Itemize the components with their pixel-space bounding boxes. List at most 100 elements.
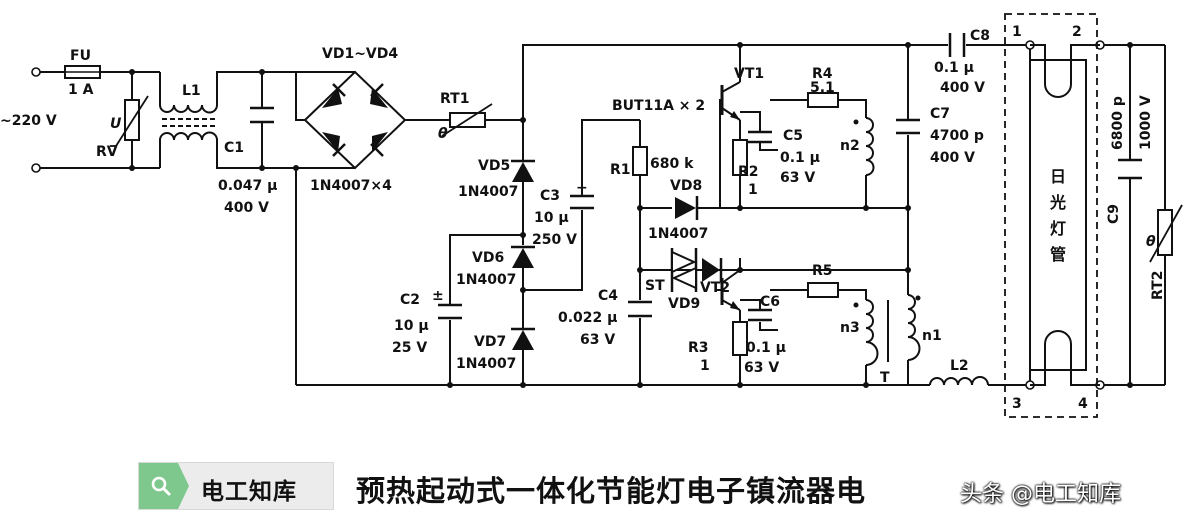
label-vd7-part: 1N4007 <box>456 356 516 372</box>
label-c8-value-1: 0.1 μ <box>934 60 974 76</box>
capacitor-c8 <box>948 33 966 57</box>
label-c5-value-1: 0.1 μ <box>780 150 820 166</box>
label-c5-value-2: 63 V <box>780 170 815 186</box>
label-tube-2: 光 <box>1049 193 1066 212</box>
label-c8: C8 <box>970 28 990 44</box>
label-c1: C1 <box>224 140 244 156</box>
label-rt1-theta: θ <box>438 126 448 142</box>
capacitor-c2 <box>438 303 462 320</box>
label-c9: C9 <box>1106 204 1122 224</box>
caption: 预热起动式一体化节能灯电子镇流器电 <box>356 474 867 508</box>
resistor-r3 <box>732 321 748 356</box>
label-c3-value-1: 10 μ <box>534 210 569 226</box>
label-rt2-theta: θ <box>1146 234 1156 250</box>
label-vd5: VD5 <box>478 158 510 174</box>
label-c7: C7 <box>930 106 950 122</box>
label-ac-input: ~220 V <box>0 113 57 129</box>
winding-n1 <box>887 294 921 362</box>
varistor-rv <box>110 95 149 147</box>
label-r1-value: 680 k <box>650 156 694 172</box>
label-r2-value: 1 <box>748 182 758 198</box>
inductor-l2 <box>929 376 989 386</box>
label-vd9: VD9 <box>668 296 700 312</box>
label-c1-value-2: 400 V <box>224 200 269 216</box>
label-fu: FU <box>70 48 91 64</box>
label-vd8-part: 1N4007 <box>648 226 708 242</box>
label-c2: C2 <box>400 292 420 308</box>
transistor-vt1 <box>720 81 741 121</box>
label-vd8: VD8 <box>670 178 702 194</box>
label-vd5-part: 1N4007 <box>458 184 518 200</box>
label-c2-value-2: 25 V <box>392 340 427 356</box>
label-r2: R2 <box>738 164 759 180</box>
label-r3: R3 <box>688 340 709 356</box>
diode-vd6 <box>511 245 535 268</box>
label-pin-1: 1 <box>1012 24 1022 40</box>
label-st: ST <box>645 278 665 294</box>
label-r4-value: 5.1 <box>810 80 835 96</box>
thermistor-rt1 <box>441 103 493 137</box>
label-c3-value-2: 250 V <box>532 232 577 248</box>
resistor-r4 <box>807 92 839 108</box>
junction-dots <box>129 42 1133 388</box>
diode-vd7 <box>511 327 535 350</box>
capacitor-c6 <box>748 308 772 322</box>
label-bridge-part: 1N4007×4 <box>310 178 392 194</box>
label-bridge-ref: VD1~VD4 <box>322 46 398 62</box>
label-pin-4: 4 <box>1078 396 1088 412</box>
choke-l1 <box>159 104 218 141</box>
search-icon <box>139 463 189 509</box>
label-r3-value: 1 <box>700 358 710 374</box>
diode-vd9 <box>702 258 723 282</box>
label-c6-value-1: 0.1 μ <box>746 340 786 356</box>
capacitor-c7 <box>896 118 920 135</box>
label-pin-2: 2 <box>1072 24 1082 40</box>
label-rt1: RT1 <box>440 91 469 107</box>
label-l2: L2 <box>950 358 969 374</box>
label-t: T <box>880 370 890 386</box>
label-c3-plus: + <box>576 180 588 196</box>
label-fu-rating: 1 A <box>68 82 94 98</box>
label-c2-value-1: 10 μ <box>394 318 429 334</box>
label-c7-value-2: 400 V <box>930 150 975 166</box>
label-rv: RV <box>96 144 118 160</box>
circuit-schematic: FU 1 A ~220 V U RV L1 C1 0.047 μ 400 V V… <box>0 13 1183 418</box>
fluorescent-tube <box>1004 13 1100 418</box>
capacitor-c1 <box>250 106 274 124</box>
label-l1: L1 <box>182 83 201 99</box>
source-badge: 电工知库 <box>138 462 334 510</box>
label-c7-value-1: 4700 p <box>930 128 984 144</box>
label-c9-value-2: 1000 V <box>1138 95 1154 150</box>
label-c6-value-2: 63 V <box>744 360 779 376</box>
label-r1: R1 <box>610 162 631 178</box>
component-labels: FU 1 A ~220 V U RV L1 C1 0.047 μ 400 V V… <box>0 24 1166 412</box>
label-c9-value-1: 6800 p <box>1110 96 1126 150</box>
label-c8-value-2: 400 V <box>940 80 985 96</box>
winding-n3 <box>853 299 879 366</box>
label-r5: R5 <box>812 263 833 279</box>
footer: 电工知库 预热起动式一体化节能灯电子镇流器电 头条 @电工知库 <box>0 456 1200 516</box>
label-tube-4: 管 <box>1050 245 1066 264</box>
label-r4: R4 <box>812 66 833 82</box>
capacitor-c4 <box>628 300 652 318</box>
diode-vd5 <box>511 159 535 182</box>
label-c2-plus: ± <box>432 288 444 304</box>
badge-label: 电工知库 <box>201 479 297 505</box>
label-pin-3: 3 <box>1012 396 1022 412</box>
bridge-rectifier <box>303 70 415 170</box>
diode-vd8 <box>675 196 699 220</box>
label-u: U <box>110 116 122 132</box>
label-c4-value-2: 63 V <box>580 332 615 348</box>
resistor-r5 <box>807 282 839 298</box>
label-vt1: VT1 <box>734 66 764 82</box>
label-n2: n2 <box>840 138 860 154</box>
capacitor-c3 <box>570 194 594 210</box>
label-c4-value-1: 0.022 μ <box>558 310 617 326</box>
label-c3: C3 <box>540 188 560 204</box>
resistor-r2 <box>732 139 748 176</box>
watermark: 头条 @电工知库 <box>960 482 1121 507</box>
label-vd6: VD6 <box>472 250 504 266</box>
label-c4: C4 <box>598 288 618 304</box>
label-tube-3: 灯 <box>1050 219 1066 238</box>
